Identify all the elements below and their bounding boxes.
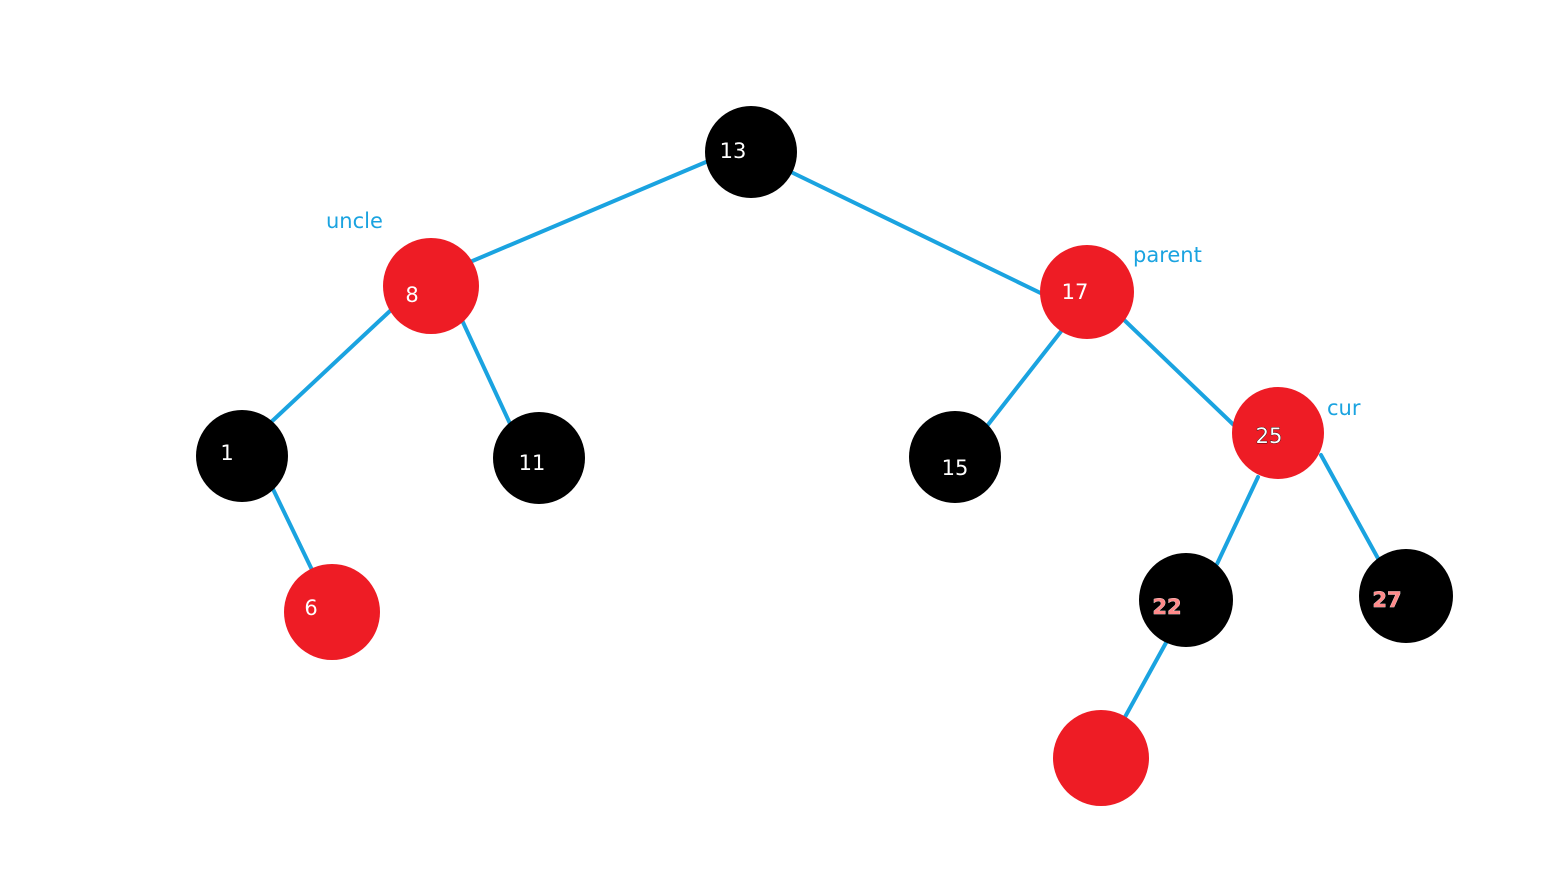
edge-1-6 <box>270 485 316 576</box>
node-13-label: 13 <box>720 139 747 163</box>
node-1: 1 <box>196 410 288 502</box>
node-22-label: 22 <box>1152 595 1181 619</box>
edge-13-8 <box>468 160 708 264</box>
edge-8-1 <box>266 308 393 427</box>
node-8-label: 8 <box>405 283 418 307</box>
edge-17-25 <box>1118 314 1241 432</box>
edge-17-15 <box>985 323 1068 428</box>
node-15: 15 <box>909 411 1001 503</box>
node-15-label: 15 <box>942 456 969 480</box>
node-1-label: 1 <box>220 441 233 465</box>
annotations: uncle parent cur <box>326 209 1361 420</box>
annotation-parent: parent <box>1133 243 1202 267</box>
node-22-circle <box>1139 553 1233 647</box>
node-11-circle <box>493 412 585 504</box>
node-27-circle <box>1359 549 1453 643</box>
annotation-uncle: uncle <box>326 209 383 233</box>
nodes: 13 8 17 1 11 15 <box>196 106 1453 806</box>
edge-25-22 <box>1215 475 1260 566</box>
node-6-circle <box>284 564 380 660</box>
node-25-label: 25 <box>1256 424 1283 448</box>
node-8: 8 <box>383 238 479 334</box>
node-13-circle <box>705 106 797 198</box>
node-17-circle <box>1040 245 1134 339</box>
node-empty-circle <box>1053 710 1149 806</box>
node-15-circle <box>909 411 1001 503</box>
node-8-circle <box>383 238 479 334</box>
node-11: 11 <box>493 412 585 504</box>
edge-8-11 <box>459 316 514 430</box>
node-13: 13 <box>705 106 797 198</box>
node-6-label: 6 <box>304 596 317 620</box>
node-17-label: 17 <box>1062 280 1089 304</box>
node-25-circle <box>1232 387 1324 479</box>
node-27-label: 27 <box>1372 588 1401 612</box>
node-11-label: 11 <box>519 451 546 475</box>
annotation-cur: cur <box>1327 396 1361 420</box>
node-25: 25 <box>1232 387 1324 479</box>
node-17: 17 <box>1040 245 1134 339</box>
node-22: 22 <box>1139 553 1233 647</box>
edges <box>266 160 1382 719</box>
edge-25-27 <box>1319 453 1382 564</box>
edge-13-17 <box>789 170 1057 302</box>
node-6: 6 <box>284 564 380 660</box>
node-1-circle <box>196 410 288 502</box>
node-empty <box>1053 710 1149 806</box>
node-27: 27 <box>1359 549 1453 643</box>
edge-22-empty <box>1123 639 1169 719</box>
